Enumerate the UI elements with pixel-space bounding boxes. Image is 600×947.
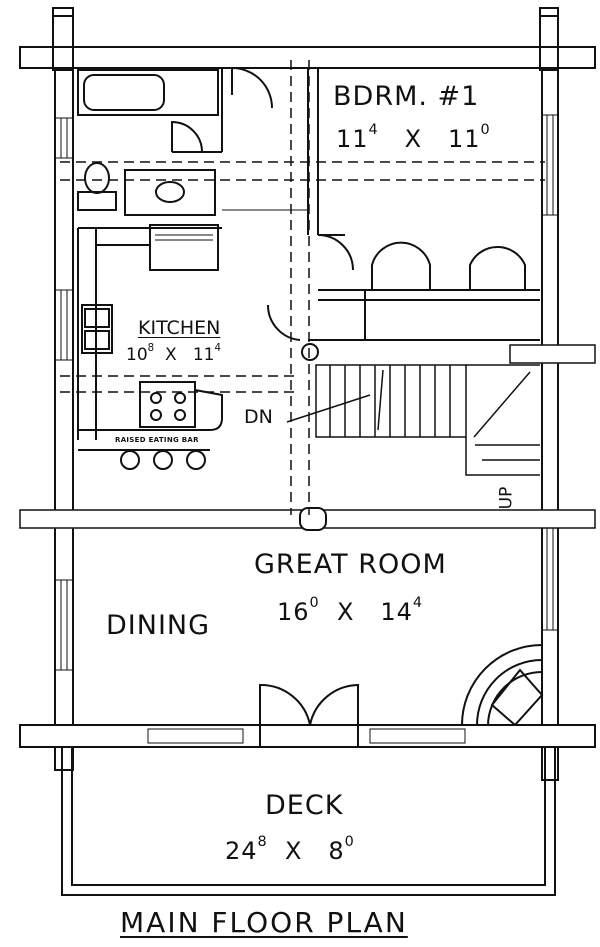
- label-eating-bar: RAISED EATING BAR: [115, 436, 199, 444]
- closet-doors: [266, 234, 526, 361]
- wall-deck: [19, 724, 596, 748]
- room-dimensions-kitchen: 108 X 114: [126, 343, 221, 366]
- kitchen-sink: [81, 304, 113, 354]
- log-beam-stair: [509, 344, 596, 364]
- deck-outline: [61, 747, 556, 896]
- eating-bar: [78, 389, 223, 470]
- kitchen-counter: [77, 224, 222, 440]
- vanity-sink: [124, 169, 216, 216]
- log-beam-middle: [19, 507, 596, 531]
- range-stove: [139, 381, 196, 428]
- room-name-dining: DINING: [106, 610, 211, 641]
- room-name-kitchen: KITCHEN: [138, 317, 221, 339]
- label-stairs-down: DN: [244, 406, 273, 428]
- room-name-bedroom: BDRM. #1: [333, 81, 480, 112]
- staircase: [286, 364, 540, 476]
- wall-west: [54, 68, 74, 771]
- room-dimensions-deck: 248 X 80: [225, 834, 355, 865]
- wall-top: [19, 46, 596, 69]
- bathtub: [77, 69, 219, 116]
- toilet: [77, 162, 117, 211]
- room-name-deck: DECK: [265, 790, 344, 821]
- wall-east: [541, 68, 559, 781]
- room-dimensions-bedroom: 114 X 110: [336, 122, 491, 153]
- fireplace: [461, 644, 544, 727]
- room-dimensions-great-room: 160 X 144: [277, 595, 424, 626]
- french-doors: [259, 683, 359, 726]
- beam-dashed-lines: [60, 60, 545, 515]
- room-name-great-room: GREAT ROOM: [254, 549, 447, 580]
- closet-door-swing: [231, 67, 273, 109]
- bath-door-swing: [171, 120, 203, 153]
- label-stairs-up: UP: [496, 486, 517, 510]
- plan-title: MAIN FLOOR PLAN: [120, 906, 408, 939]
